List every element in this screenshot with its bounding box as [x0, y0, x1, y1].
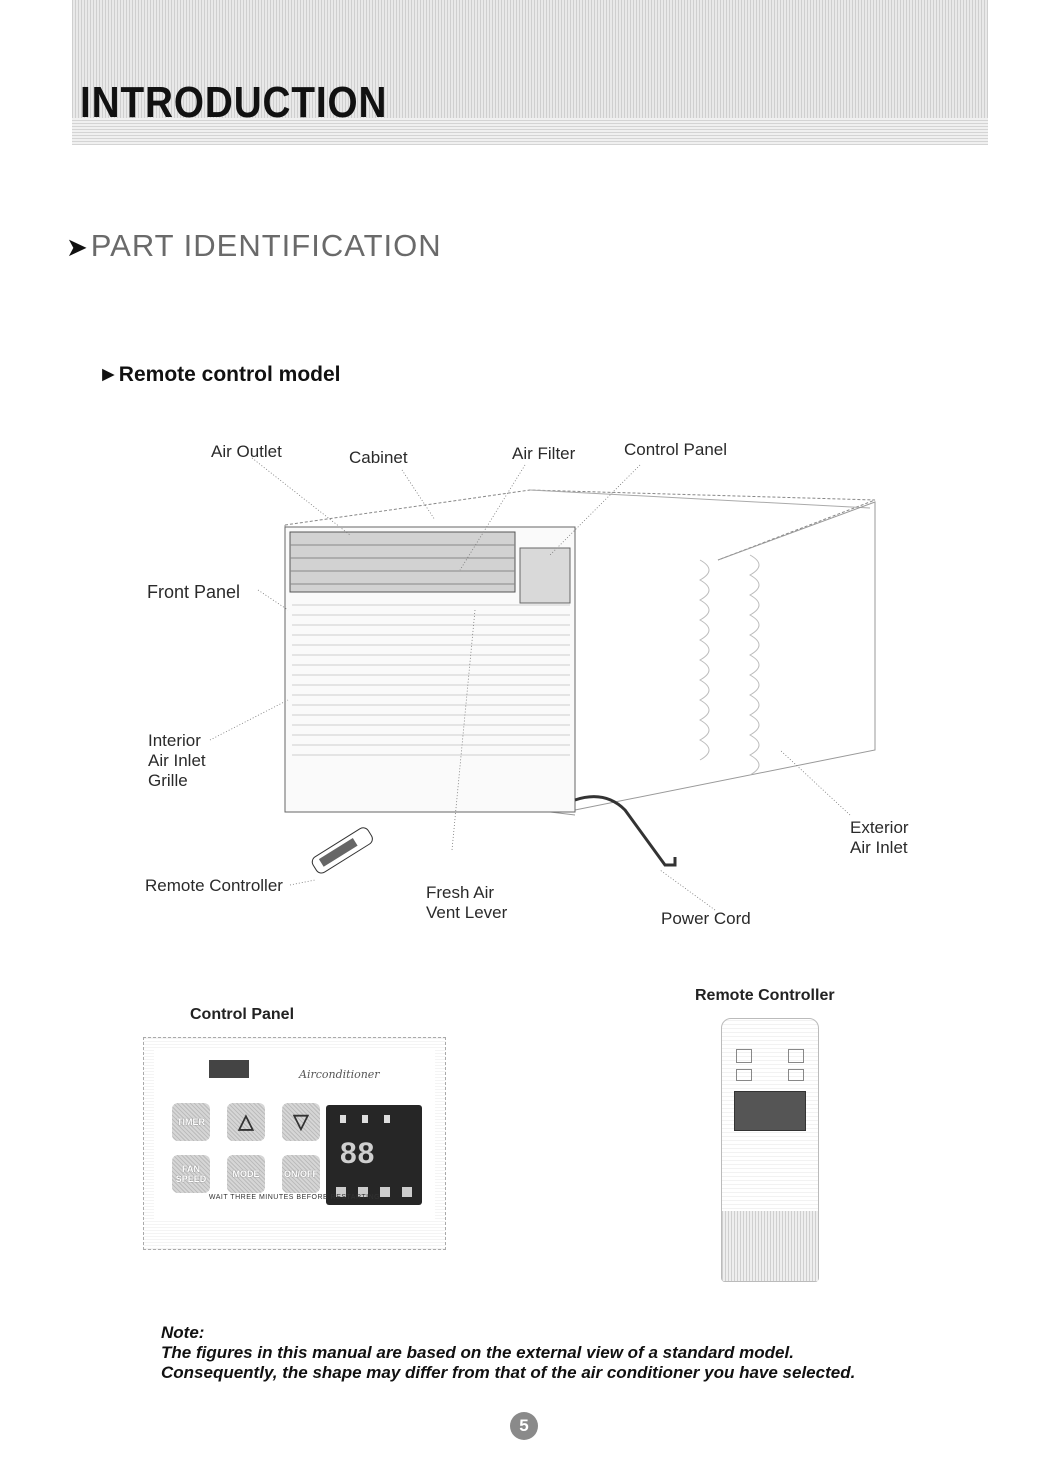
- note-title: Note:: [161, 1323, 205, 1342]
- on-off-button[interactable]: ON/OFF: [282, 1155, 320, 1193]
- note-block: Note: The figures in this manual are bas…: [161, 1323, 855, 1383]
- label-exterior-line: Exterior: [850, 818, 909, 837]
- label-air-inlet-line: Air Inlet: [148, 751, 206, 770]
- page-number: 5: [510, 1412, 538, 1440]
- air-conditioner-diagram: [209, 457, 876, 911]
- timer-button[interactable]: TIMER: [172, 1103, 210, 1141]
- page-title: INTRODUCTION: [80, 78, 388, 127]
- label-remote-controller: Remote Controller: [145, 876, 283, 895]
- up-button[interactable]: △: [227, 1103, 265, 1141]
- status-leds: [340, 1115, 406, 1123]
- mode-leds: [336, 1187, 412, 1197]
- mode-button[interactable]: MODE: [227, 1155, 265, 1193]
- panel-brand: Airconditioner: [299, 1068, 380, 1081]
- header-banner: [72, 0, 988, 145]
- label-control-panel: Control Panel: [624, 440, 728, 459]
- remote-button: [788, 1069, 804, 1081]
- subsection-title: Remote control model: [118, 363, 341, 386]
- label-interior-air-inlet-grille: Interior Air Inlet Grille: [148, 731, 206, 791]
- arrow-icon: ➤: [66, 232, 89, 262]
- note-line-2: Consequently, the shape may differ from …: [161, 1363, 856, 1382]
- subsection-heading: ►Remote control model: [98, 363, 341, 387]
- label-air-outlet: Air Outlet: [211, 442, 282, 461]
- panel-indicator: [209, 1060, 249, 1078]
- label-exterior-air-inlet: Exterior Air Inlet: [850, 818, 909, 858]
- panel-display: 88: [326, 1105, 422, 1205]
- remote-button: [736, 1069, 752, 1081]
- display-digits: 88: [340, 1137, 376, 1170]
- label-interior-line: Interior: [148, 731, 201, 750]
- remote-button: [788, 1049, 804, 1063]
- remote-controller-figure: [721, 1018, 819, 1282]
- note-line-1: The figures in this manual are based on …: [161, 1343, 794, 1362]
- label-grille-line: Grille: [148, 771, 188, 790]
- remote-display: [734, 1091, 806, 1131]
- section-heading: ➤PART IDENTIFICATION: [66, 228, 442, 264]
- control-panel-face: Airconditioner TIMER △ ▽ FAN SPEED MODE …: [154, 1048, 435, 1219]
- panel-warning: WAIT THREE MINUTES BEFORE RESTARTING: [208, 1194, 381, 1201]
- down-button[interactable]: ▽: [282, 1103, 320, 1141]
- fan-speed-button[interactable]: FAN SPEED: [172, 1155, 210, 1193]
- section-title: PART IDENTIFICATION: [90, 228, 442, 263]
- control-panel-caption: Control Panel: [190, 1006, 295, 1023]
- label-air-filter: Air Filter: [512, 444, 576, 463]
- label-fresh-air-line: Fresh Air: [426, 883, 495, 902]
- remote-controller-caption: Remote Controller: [695, 987, 835, 1004]
- label-cabinet: Cabinet: [349, 448, 408, 467]
- remote-grip: [722, 1211, 818, 1281]
- triangle-marker-icon: ►: [98, 363, 119, 386]
- label-exterior-air-inlet-line: Air Inlet: [850, 838, 908, 857]
- label-fresh-air-vent-lever: Fresh Air Vent Lever: [426, 883, 507, 923]
- remote-button: [736, 1049, 752, 1063]
- label-front-panel: Front Panel: [147, 582, 241, 602]
- control-panel-figure: Airconditioner TIMER △ ▽ FAN SPEED MODE …: [143, 1037, 446, 1250]
- label-vent-lever-line: Vent Lever: [426, 903, 508, 922]
- label-power-cord: Power Cord: [661, 909, 751, 928]
